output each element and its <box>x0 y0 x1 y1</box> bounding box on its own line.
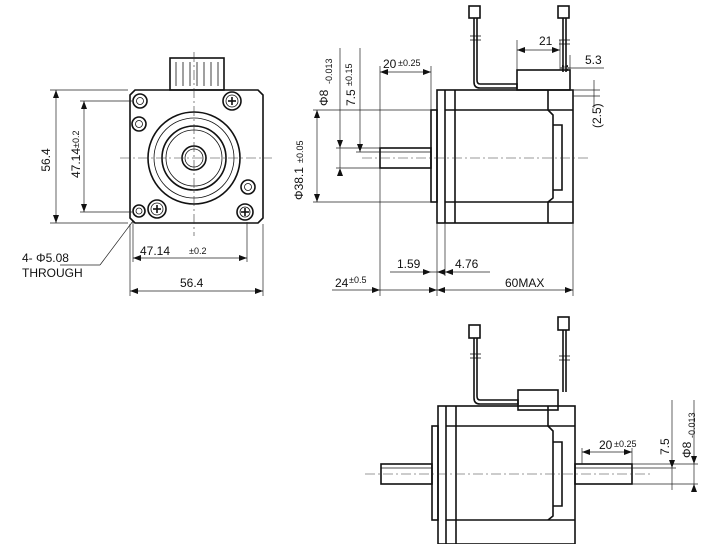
dim-1-59-label: 1.59 <box>397 257 421 271</box>
dual-pilot <box>431 425 439 521</box>
mounting-hole-tr <box>222 91 242 111</box>
front-body <box>129 89 264 224</box>
dual-wire-right <box>557 316 570 392</box>
side-wire-left <box>468 5 518 89</box>
horizontal-hole-spacing-label: 47.14 <box>140 244 170 258</box>
mounting-hole-lb <box>132 204 146 218</box>
connector-pins <box>175 62 219 86</box>
side-shaft-length-tolerance: ±0.25 <box>398 58 420 68</box>
dim-24-tolerance: ±0.5 <box>349 275 366 285</box>
dim-24-label: 24 <box>335 276 349 290</box>
side-shaft-flat-label: 7.5 <box>344 89 358 106</box>
side-view: 20 ±0.25 Φ8 -0.013 7.5 ±0.15 Φ38.1 ±0.05… <box>292 5 604 296</box>
dim-60max-label: 60MAX <box>505 276 544 290</box>
dim-4-76-label: 4.76 <box>455 257 479 271</box>
mounting-hole-tl <box>132 93 148 109</box>
vertical-hole-spacing-label: 47.14 <box>69 148 83 178</box>
side-shaft-diameter-label: Φ8 <box>317 89 331 106</box>
mounting-hole-lt <box>131 116 147 132</box>
dim-5-3-label: 5.3 <box>585 53 602 67</box>
dual-shaft-flat-label: 7.5 <box>658 438 672 455</box>
front-view: 56.4 47.14 ±0.2 47.14 ±0.2 56.4 4- Φ5.08… <box>22 52 272 296</box>
dim-2-5-label: (2.5) <box>590 103 604 128</box>
hole-callout-line2: THROUGH <box>22 266 83 280</box>
mounting-hole-rb1 <box>240 179 256 195</box>
mounting-hole-br <box>236 203 254 221</box>
hole-callout-line1: 4- Φ5.08 <box>22 251 69 265</box>
side-wire-right <box>557 5 570 72</box>
height-dimension-label: 56.4 <box>39 148 53 172</box>
dim-21-label: 21 <box>539 34 553 48</box>
dual-shaft-length-label: 20 <box>599 438 613 452</box>
width-dimension-label: 56.4 <box>180 276 204 290</box>
vertical-hole-spacing-tolerance: ±0.2 <box>71 131 81 148</box>
dual-shaft-length-tolerance: ±0.25 <box>614 439 636 449</box>
dual-shaft-diameter-label: Φ8 <box>680 441 694 458</box>
dual-shaft-view: 20 ±0.25 7.5 Φ8 -0.013 <box>365 316 698 544</box>
dual-shaft-diameter-tolerance: -0.013 <box>687 412 697 438</box>
dual-wire-left <box>468 324 519 405</box>
side-shaft-length-label: 20 <box>383 57 397 71</box>
pilot-diameter-label: Φ38.1 <box>292 167 306 200</box>
dual-connector <box>517 389 559 411</box>
side-shaft-diameter-tolerance: -0.013 <box>324 58 334 84</box>
side-pilot <box>430 109 438 203</box>
side-connector <box>516 69 571 91</box>
horizontal-hole-spacing-tolerance: ±0.2 <box>189 246 206 256</box>
side-shaft-flat-tolerance: ±0.15 <box>344 64 354 86</box>
mounting-hole-bl <box>147 199 167 219</box>
pilot-diameter-tolerance: ±0.05 <box>295 141 305 163</box>
